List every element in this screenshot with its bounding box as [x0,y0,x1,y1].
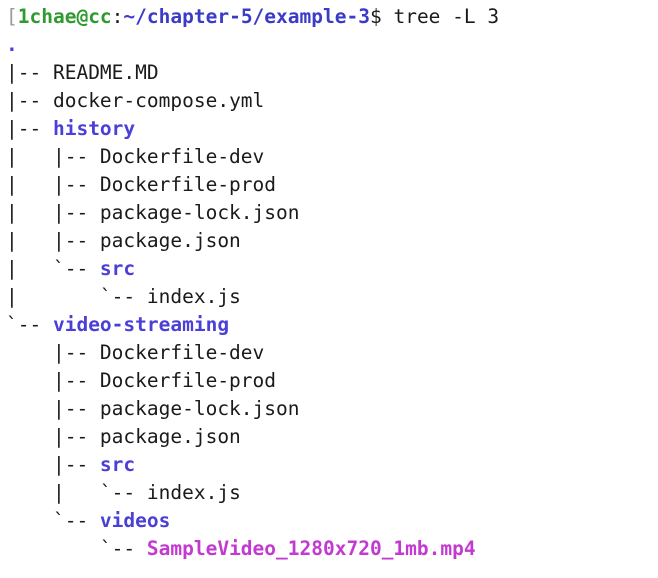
tree-branch-glyphs: |-- [6,397,100,420]
prompt-user-host: 1chae@cc [17,5,112,28]
tree-file-name: docker-compose.yml [52,89,265,112]
tree-branch-glyphs: `-- [6,313,53,336]
tree-line: |-- package.json [6,423,658,451]
tree-line: | `-- index.js [6,283,658,311]
tree-directory-name: video-streaming [52,313,230,336]
prompt-cwd: ~/chapter-5/example-3 [123,5,370,28]
tree-branch-glyphs: |-- [6,117,53,140]
tree-file-name: index.js [146,285,241,308]
tree-directory-name: src [99,453,136,476]
tree-directory-name: videos [99,509,171,532]
tree-line: | |-- package-lock.json [6,199,658,227]
tree-branch-glyphs: |-- [6,425,100,448]
tree-branch-glyphs: | |-- [6,145,100,168]
tree-line: | |-- Dockerfile-prod [6,171,658,199]
tree-file-name: Dockerfile-dev [99,145,265,168]
tree-file-name: package-lock.json [99,201,300,224]
tree-file-name: Dockerfile-prod [99,369,277,392]
tree-line: |-- docker-compose.yml [6,87,658,115]
tree-file-name: package-lock.json [99,397,300,420]
tree-branch-glyphs: |-- [6,89,53,112]
tree-branch-glyphs: `-- [6,509,100,532]
tree-branch-glyphs: | `-- [6,285,147,308]
tree-line: |-- src [6,451,658,479]
tree-line: | `-- index.js [6,479,658,507]
tree-line: |-- Dockerfile-prod [6,367,658,395]
tree-branch-glyphs: `-- [6,537,147,560]
prompt-bracket: [ [6,5,18,28]
tree-directory-name: history [52,117,136,140]
tree-line: | |-- package.json [6,227,658,255]
prompt-line: [1chae@cc:~/chapter-5/example-3$ tree -L… [6,3,658,31]
tree-branch-glyphs: |-- [6,61,53,84]
tree-root-name: . [6,33,18,56]
tree-media-file-name: SampleVideo_1280x720_1mb.mp4 [146,537,476,560]
tree-branch-glyphs: |-- [6,341,100,364]
tree-branch-glyphs: |-- [6,453,100,476]
tree-branch-glyphs: |-- [6,369,100,392]
tree-line: `-- SampleVideo_1280x720_1mb.mp4 [6,535,658,563]
tree-line: . [6,31,658,59]
tree-directory-name: src [99,257,136,280]
tree-file-name: Dockerfile-dev [99,341,265,364]
command-text: tree -L 3 [381,5,500,28]
tree-line: | |-- Dockerfile-dev [6,143,658,171]
tree-file-name: index.js [146,481,241,504]
tree-output: .|-- README.MD|-- docker-compose.yml|-- … [6,31,658,563]
tree-line: |-- package-lock.json [6,395,658,423]
tree-file-name: README.MD [52,61,159,84]
tree-line: `-- videos [6,507,658,535]
tree-branch-glyphs: | |-- [6,229,100,252]
tree-branch-glyphs: | `-- [6,481,147,504]
tree-line: |-- README.MD [6,59,658,87]
tree-line: | `-- src [6,255,658,283]
tree-branch-glyphs: | |-- [6,201,100,224]
prompt-separator: : [111,5,124,28]
tree-file-name: package.json [99,229,241,252]
tree-branch-glyphs: | `-- [6,257,100,280]
tree-line: `-- video-streaming [6,311,658,339]
tree-file-name: package.json [99,425,241,448]
tree-branch-glyphs: | |-- [6,173,100,196]
tree-file-name: Dockerfile-prod [99,173,277,196]
tree-line: |-- history [6,115,658,143]
prompt-symbol: $ [369,5,382,28]
tree-line: |-- Dockerfile-dev [6,339,658,367]
